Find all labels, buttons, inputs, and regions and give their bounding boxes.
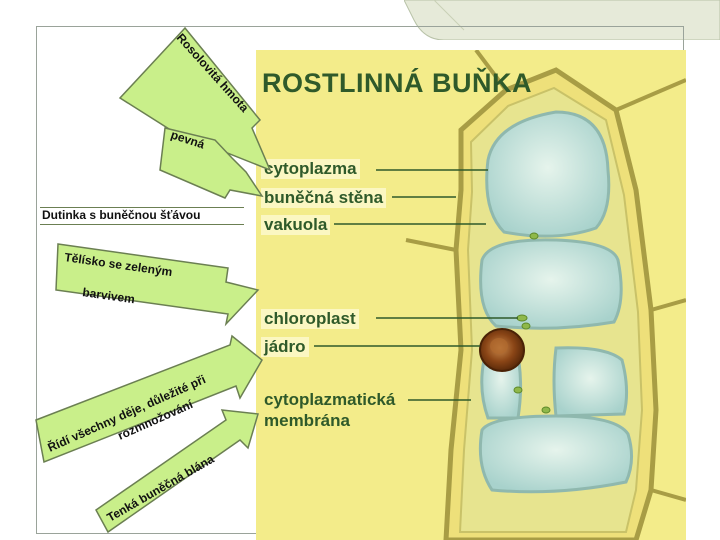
page-title: ROSTLINNÁ BUŇKA: [262, 68, 532, 98]
arrow-cytoplasm: [118, 26, 272, 172]
label-vacuole: vakuola: [261, 215, 331, 235]
label-membrane-line2: membrána: [264, 411, 350, 430]
definition-vacuole: Dutinka s buněčnou šťávou: [40, 207, 244, 225]
arrow-cell-wall: [159, 127, 264, 199]
pointer-lines: [314, 169, 518, 401]
label-cell-wall: buněčná stěna: [261, 188, 387, 208]
vacuole-shape-2: [479, 238, 623, 330]
corner-decoration: [404, 0, 720, 40]
arrow-membrane: [95, 409, 259, 534]
label-nucleus: jádro: [261, 337, 309, 357]
label-chloroplast: chloroplast: [261, 309, 359, 329]
label-cytoplasm: cytoplazma: [261, 159, 360, 179]
arrow-nucleus: [35, 334, 263, 464]
vacuole-shape-4: [552, 346, 629, 418]
definition-membrane: Tenká buněčná blána: [105, 452, 217, 525]
vacuole-shape-5: [478, 414, 633, 494]
cell-illustration: [256, 50, 686, 540]
arrow-chloroplast: [55, 243, 260, 327]
label-membrane-line1: cytoplazmatická: [264, 390, 396, 409]
cell-drawing: [314, 50, 686, 540]
vacuole-shape-1: [485, 110, 611, 238]
